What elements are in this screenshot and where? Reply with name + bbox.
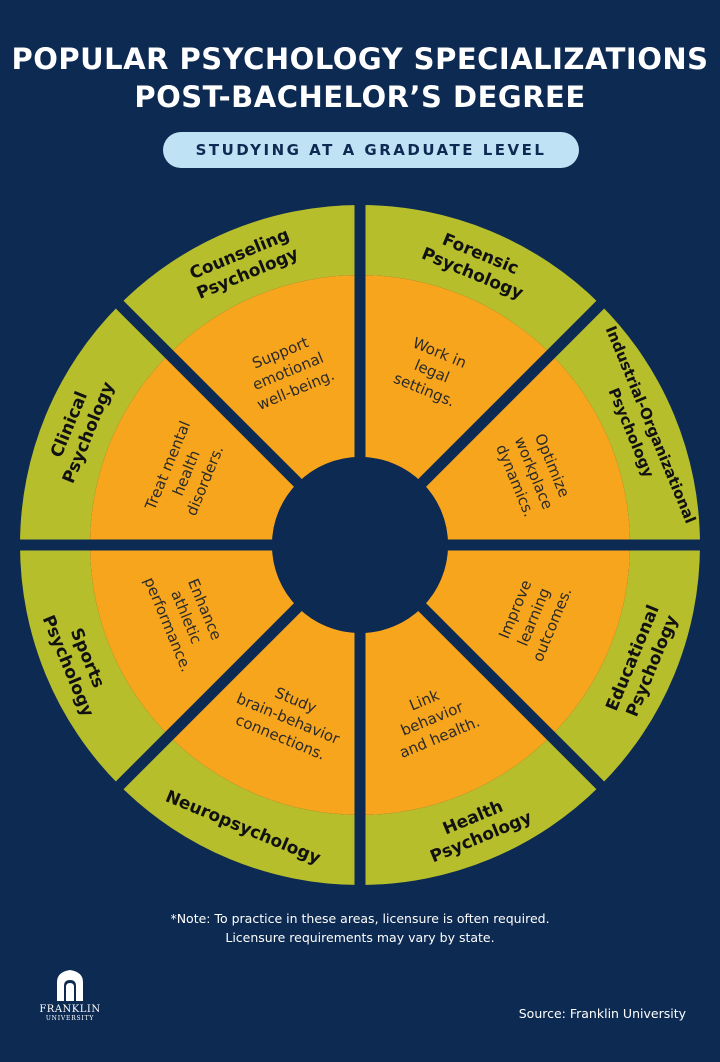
inner-segment [422, 545, 630, 736]
page-title: POPULAR PSYCHOLOGY SPECIALIZATIONS POST-… [0, 40, 720, 116]
note-line-2: Licensure requirements may vary by state… [225, 930, 495, 945]
title-line-2: POST-BACHELOR’S DEGREE [134, 80, 586, 114]
segment-divider [416, 299, 606, 489]
logo-name: FRANKLIN [39, 1004, 101, 1015]
inner-segment [169, 275, 360, 483]
subtitle-text: STUDYING AT A GRADUATE LEVEL [195, 141, 547, 159]
title-line-1: POPULAR PSYCHOLOGY SPECIALIZATIONS [11, 42, 709, 76]
inner-segment [360, 607, 551, 815]
inner-segment [90, 354, 298, 545]
note-line-1: *Note: To practice in these areas, licen… [170, 911, 550, 926]
subtitle-pill: STUDYING AT A GRADUATE LEVEL [163, 132, 579, 168]
outer-segment [360, 205, 601, 355]
inner-segment [360, 275, 551, 483]
segment-divider [114, 299, 304, 489]
inner-segment [90, 545, 298, 736]
logo-subtitle: UNIVERSITY [45, 1015, 95, 1022]
outer-segment [119, 205, 360, 355]
outer-segment [360, 735, 601, 885]
outer-segment [550, 545, 700, 786]
wheel-rings [20, 205, 700, 885]
source-credit: Source: Franklin University [518, 1006, 686, 1021]
inner-segment [422, 354, 630, 545]
outer-segment [550, 304, 700, 545]
wheel-dividers [18, 203, 702, 887]
outer-segment [20, 304, 170, 545]
outer-segment [119, 735, 360, 885]
arch-building-icon [57, 970, 83, 1001]
segment-divider [416, 601, 606, 791]
segment-divider [114, 601, 304, 791]
center-circle [272, 457, 448, 633]
franklin-logo: FRANKLIN UNIVERSITY [30, 968, 110, 1022]
outer-segment [20, 545, 170, 786]
inner-segment [169, 607, 360, 815]
segment-description: Linkbehaviorand health. [381, 676, 482, 762]
licensure-note: *Note: To practice in these areas, licen… [0, 909, 720, 947]
